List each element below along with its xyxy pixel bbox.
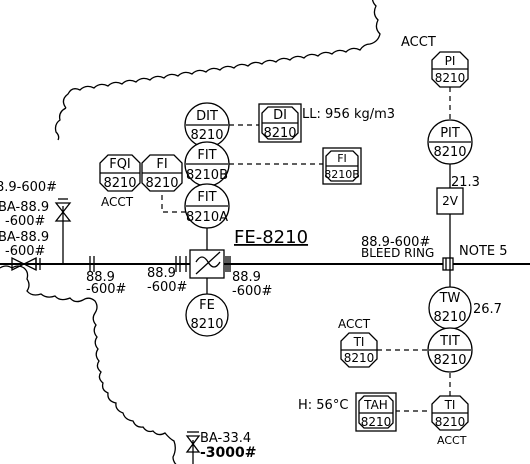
density-ll-label: LL: 956 kg/m3 xyxy=(302,107,395,122)
pipe-flange-mid xyxy=(175,256,181,272)
acct-label-fqi: ACCT xyxy=(101,195,134,209)
tw-loop: 8210 xyxy=(433,310,466,325)
flow-element-symbol xyxy=(185,249,229,279)
fe-loop: 8210 xyxy=(190,317,223,332)
tah-bubble[interactable]: TAH 8210 xyxy=(355,392,397,432)
ti-left-loop: 8210 xyxy=(344,351,375,365)
fit-b-func: FIT xyxy=(197,148,216,163)
pipe-spec-left-1: 88.9 xyxy=(86,270,115,285)
acct-label-ti-left: ACCT xyxy=(338,317,371,331)
bleed-ring-label: BLEED RING xyxy=(361,246,434,260)
tit-loop: 8210 xyxy=(433,353,466,368)
fqi-bubble[interactable]: FQI 8210 xyxy=(99,154,141,192)
vent-valve-icon xyxy=(54,198,72,222)
fit-a-loop: 8210A xyxy=(186,210,228,225)
dit-func: DIT xyxy=(196,109,218,124)
tw-bubble[interactable]: TW 8210 xyxy=(428,286,472,330)
pipe-flange-right xyxy=(225,256,231,272)
edge-label-2: BA-88.9 xyxy=(0,200,49,215)
tw-value-label: 26.7 xyxy=(473,302,502,317)
ti-bottom-loop: 8210 xyxy=(435,415,466,429)
fi-right-loop: 8210B xyxy=(324,168,360,181)
tah-loop: 8210 xyxy=(361,415,392,429)
ti-left-bubble[interactable]: TI 8210 xyxy=(340,332,378,368)
pipe-spec-right-1: 88.9 xyxy=(232,270,261,285)
edge-label-3: -600# xyxy=(5,214,45,229)
valve-2v-label: 2V xyxy=(442,194,459,208)
pipe-spec-right-2: -600# xyxy=(232,284,272,299)
fi-right-func: FI xyxy=(337,152,347,165)
pi-loop: 8210 xyxy=(435,71,466,85)
drain-valve-icon xyxy=(185,431,201,453)
fi-left-func: FI xyxy=(156,157,167,172)
edge-label-4: BA-88.9 xyxy=(0,230,49,245)
drain-label-1: BA-33.4 xyxy=(200,431,251,446)
ti-left-func: TI xyxy=(353,335,365,349)
pi-bubble[interactable]: PI 8210 xyxy=(431,51,469,88)
fqi-loop: 8210 xyxy=(103,176,136,191)
fqi-func: FQI xyxy=(109,157,131,172)
tah-func: TAH xyxy=(363,398,388,412)
ti-bottom-bubble[interactable]: TI 8210 xyxy=(431,395,469,431)
fi-left-loop: 8210 xyxy=(145,176,178,191)
revision-cloud-top xyxy=(62,0,381,109)
fe-bubble[interactable]: FE 8210 xyxy=(185,293,229,337)
valve-2v-box[interactable]: 2V xyxy=(436,187,464,215)
bleed-ring-symbol xyxy=(442,257,454,271)
acct-label-top: ACCT xyxy=(401,35,436,50)
bleed-size-label: 88.9-600# xyxy=(361,235,430,250)
edge-label-1: 8.9-600# xyxy=(0,180,57,195)
pit-func: PIT xyxy=(440,126,460,141)
acct-label-ti-bottom: ACCT xyxy=(437,434,467,447)
drain-label-2: -3000# xyxy=(200,445,257,461)
fi-left-bubble[interactable]: FI 8210 xyxy=(141,154,183,192)
dit-bubble[interactable]: DIT 8210 xyxy=(184,102,230,148)
pipe-flange-left xyxy=(89,256,95,272)
fit-a-bubble[interactable]: FIT 8210A xyxy=(184,183,230,229)
di-func: DI xyxy=(273,108,287,123)
fi-right-bubble[interactable]: FI 8210B xyxy=(322,147,362,185)
fe-func: FE xyxy=(199,298,215,313)
pipe-spec-left-2: -600# xyxy=(86,282,126,297)
pipe-spec-mid-2: -600# xyxy=(147,280,187,295)
fit-a-func: FIT xyxy=(197,190,216,205)
tw-func: TW xyxy=(439,291,461,306)
fita-to-fi-signal xyxy=(161,192,186,213)
tit-bubble[interactable]: TIT 8210 xyxy=(427,327,473,373)
pi-func: PI xyxy=(445,54,456,68)
dit-loop: 8210 xyxy=(190,128,223,143)
di-bubble[interactable]: DI 8210 xyxy=(258,103,302,143)
ti-bottom-func: TI xyxy=(444,398,456,412)
title-tag: FE-8210 xyxy=(234,227,308,248)
gate-valve-left-icon xyxy=(11,256,41,272)
note-label: NOTE 5 xyxy=(459,244,508,259)
pit-loop: 8210 xyxy=(433,145,466,160)
tah-setpoint-label: H: 56°C xyxy=(298,398,348,413)
revision-cloud xyxy=(0,265,177,464)
pit-value-label: 21.3 xyxy=(451,175,480,190)
fit-b-loop: 8210B xyxy=(186,168,228,183)
pipe-spec-mid-1: 88.9 xyxy=(147,266,176,281)
pit-bubble[interactable]: PIT 8210 xyxy=(427,119,473,165)
di-loop: 8210 xyxy=(263,126,296,141)
fit-b-bubble[interactable]: FIT 8210B xyxy=(184,141,230,187)
tit-func: TIT xyxy=(439,334,460,349)
revision-cloud-left xyxy=(54,107,67,141)
edge-label-5: -600# xyxy=(5,244,45,259)
